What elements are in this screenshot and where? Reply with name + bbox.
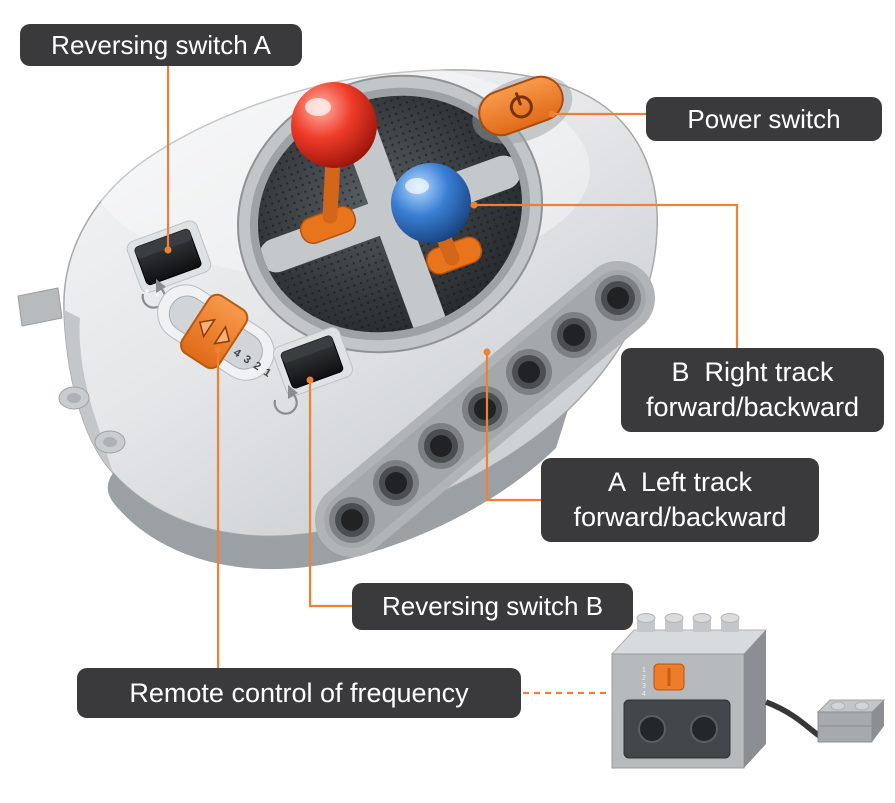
leader-dot (470, 201, 478, 209)
receiver-port (690, 715, 718, 743)
blue-ball-highlight (405, 178, 429, 194)
rotate-arrow-icon (273, 385, 298, 415)
power-button (472, 75, 573, 144)
red-ball-highlight (305, 98, 331, 116)
label-text: Power switch (687, 103, 841, 134)
left-joystick (291, 82, 377, 224)
receiver-channel-digit: 4 (642, 691, 646, 698)
slider-knob-right-triangle (213, 325, 231, 345)
slider-knob-left-triangle (198, 318, 217, 339)
label-text: A Left track (607, 467, 753, 498)
wire-connector-plate (816, 699, 886, 743)
receiver-studs (636, 613, 740, 632)
label-text: Reversing switch A (51, 29, 271, 60)
leader-dot (306, 376, 314, 384)
leader-left-track (485, 352, 541, 502)
power-icon (509, 92, 533, 119)
channel-digit: 1 (261, 366, 273, 379)
leader-right-track (474, 203, 739, 348)
technic-beam (315, 261, 655, 557)
body-left-facet (64, 310, 113, 473)
slider-knob (180, 293, 249, 370)
reversing-switch-a-control (126, 220, 212, 293)
frequency-slider: 4 3 2 1 (157, 284, 275, 381)
receiver-side-face (744, 630, 766, 768)
ir-receiver-module: 1 2 3 4 (610, 613, 886, 769)
label-text: B Right track (671, 357, 834, 388)
leader-dot (164, 246, 172, 254)
receiver-top-face (610, 629, 768, 655)
leader-lines (164, 66, 739, 695)
label-text: forward/backward (645, 392, 860, 422)
channel-digit: 2 (251, 360, 263, 373)
switch-b-knob-top (281, 336, 334, 363)
receiver-channel-digit: 3 (642, 683, 646, 690)
label-reversing-switch-b: Reversing switch B (352, 583, 633, 630)
battery-latch-tab (17, 287, 63, 327)
leader-dot (483, 348, 491, 356)
power-button-cap (478, 75, 564, 137)
technic-hole (329, 275, 641, 543)
channel-digit: 3 (241, 353, 253, 366)
blue-ball-knob (391, 163, 471, 243)
label-frequency: Remote control of frequency (77, 668, 521, 718)
label-text: Reversing switch B (381, 591, 604, 621)
right-joystick (391, 163, 471, 266)
label-reversing-switch-a: Reversing switch A (20, 24, 302, 66)
label-left-track: A Left track forward/backward (541, 458, 819, 542)
label-power-switch: Power switch (646, 97, 882, 141)
receiver-wire (765, 699, 826, 741)
leader-dot (214, 346, 222, 354)
leader-reversing-switch-b (308, 380, 352, 608)
reversing-switch-b-control (272, 327, 353, 397)
label-text: forward/backward (573, 502, 787, 532)
leader-dot (548, 110, 556, 118)
red-ball-knob (291, 82, 377, 168)
label-text: Remote control of frequency (129, 677, 469, 708)
label-right-track: B Right track forward/backward (621, 348, 884, 432)
corner-studs (58, 386, 126, 454)
receiver-ir-panel (623, 699, 731, 759)
switch-a-knob-top (135, 229, 192, 259)
receiver-port (638, 715, 666, 743)
receiver-channel-digit: 2 (642, 675, 646, 682)
receiver-channel-digit: 1 (642, 667, 646, 674)
